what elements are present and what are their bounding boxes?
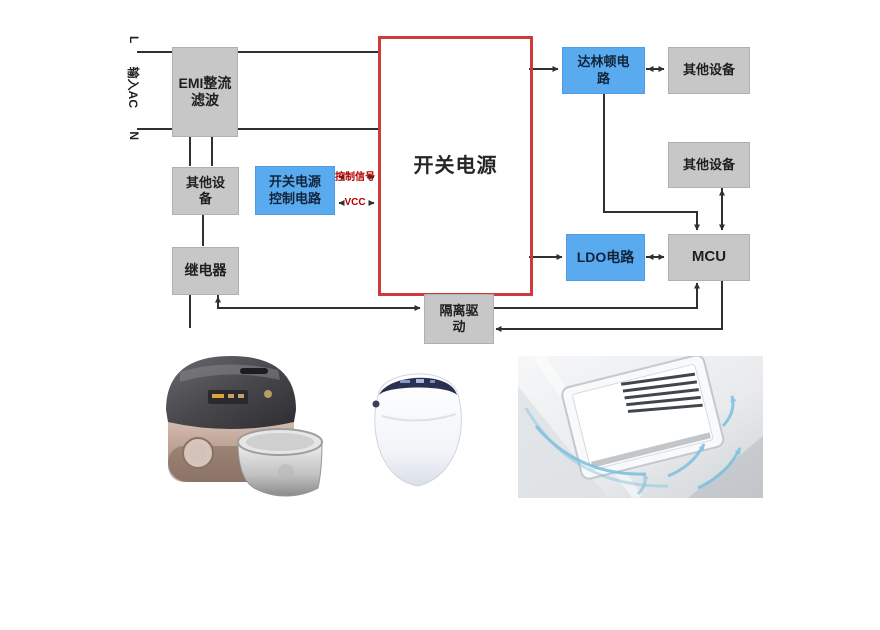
cooker-display	[208, 390, 272, 404]
cooker-button	[182, 437, 214, 469]
airflow-arrows	[524, 395, 742, 496]
block-mcu: MCU	[668, 234, 750, 281]
block-isolation-drive: 隔离驱 动	[424, 294, 494, 344]
vcc-label: VCC	[344, 197, 366, 208]
rice-cooker-image	[166, 356, 323, 497]
block-other-devices-mid: 其他设备	[668, 142, 750, 188]
block-smps-control-circuit: 开关电源 控制电路	[255, 166, 335, 215]
fan-vent-slats	[620, 372, 703, 413]
block-darlington-circuit: 达林顿电 路	[562, 47, 645, 94]
control-signal-label: 控制信号	[335, 172, 375, 183]
toilet-display-panel	[379, 377, 457, 395]
block-relay: 继电器	[172, 247, 239, 295]
block-other-devices-left: 其他设 备	[172, 167, 239, 215]
toilet-body	[372, 373, 462, 487]
fan-unit	[561, 356, 725, 480]
block-switching-power-supply: 开关电源	[378, 36, 533, 296]
block-ldo-circuit: LDO电路	[566, 234, 645, 281]
toilet-side-button	[372, 400, 380, 408]
block-emi-filter: EMI整流 滤波	[172, 47, 238, 137]
block-other-devices-top: 其他设备	[668, 47, 750, 94]
smart-toilet-image	[372, 373, 462, 487]
ceiling-ventilation-fan-image	[518, 356, 763, 498]
inner-pot	[237, 428, 323, 497]
